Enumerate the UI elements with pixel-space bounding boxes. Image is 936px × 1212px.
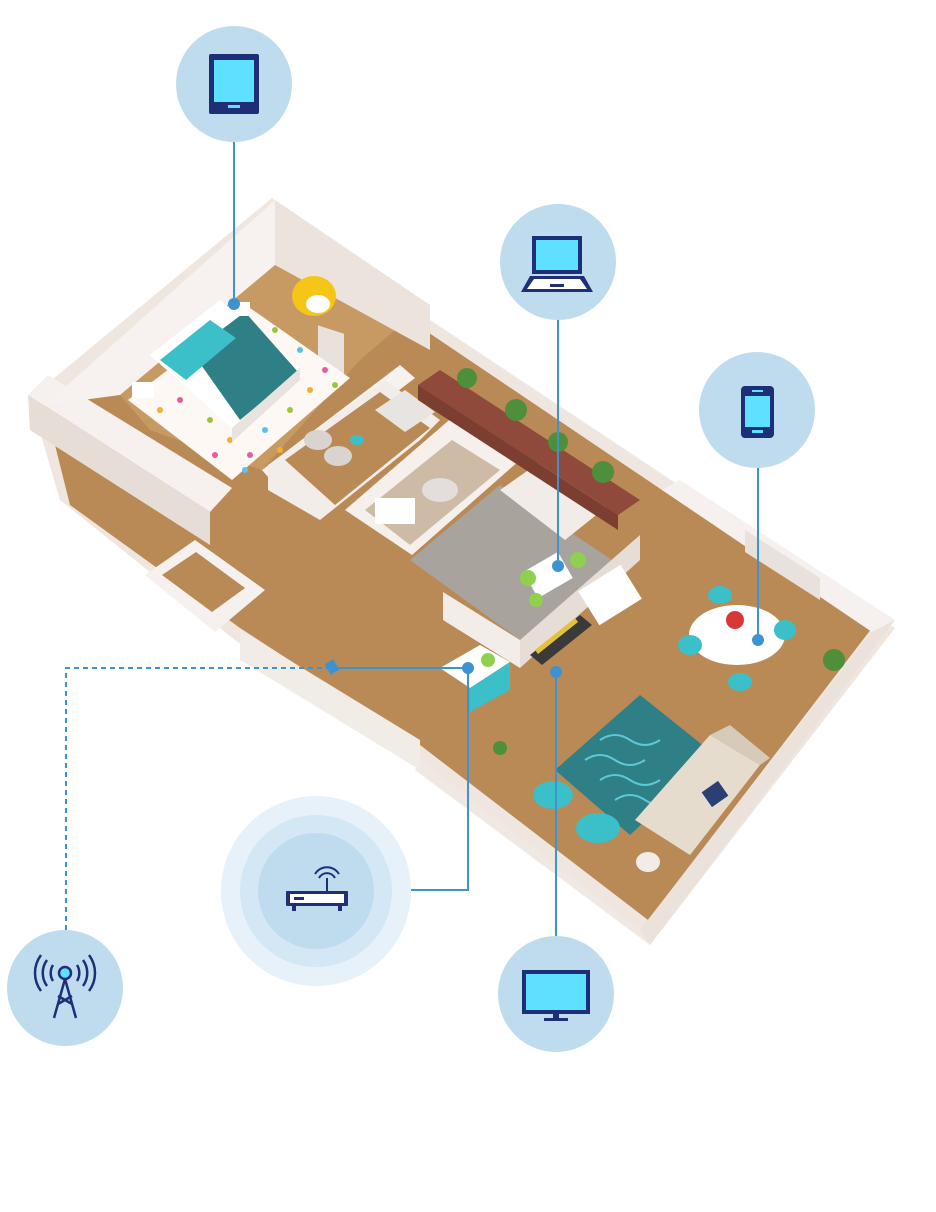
wc-sink (422, 478, 458, 502)
connector-endpoints (228, 298, 764, 678)
smartphone-node (699, 352, 815, 468)
entry-cabinet-front (470, 662, 510, 712)
bedroom-right-wall (275, 200, 430, 350)
tablet-endpoint (228, 298, 240, 310)
apartment-front-wall (415, 760, 650, 945)
bed-pillows (160, 320, 236, 380)
router-icon (286, 866, 348, 911)
teal-armchair-2 (576, 813, 620, 843)
brick-planter-wall (418, 370, 640, 515)
kitchen-island-wall (443, 592, 520, 668)
tablet-icon (209, 54, 259, 114)
living-room-plant (823, 649, 845, 671)
storage-room-floor (162, 552, 245, 612)
bathtub (375, 390, 435, 432)
rug-pattern (584, 734, 676, 806)
living-room-window (745, 530, 820, 600)
kitchen-chair-2 (570, 552, 586, 568)
tv-unit (530, 615, 592, 665)
laptop-endpoint (552, 560, 564, 572)
wall-socket (324, 659, 340, 675)
sofa-cushion (701, 780, 729, 808)
bedroom-back-wall (45, 200, 275, 405)
connector-lines (65, 140, 759, 938)
dining-table (689, 605, 785, 665)
router-endpoint (462, 662, 474, 674)
cell-tower-node (7, 930, 123, 1046)
bed-side (232, 368, 300, 442)
side-table (636, 852, 660, 872)
planter-wall-face (418, 385, 618, 530)
tower-connector-dashed (65, 667, 333, 930)
tablet-node (176, 26, 292, 142)
smartphone-icon (741, 386, 774, 438)
nightstand-left (132, 382, 154, 398)
tv-icon (522, 970, 590, 1021)
sofa (635, 735, 760, 855)
cell-tower-circle (7, 930, 123, 1046)
smartphone-endpoint (752, 634, 764, 646)
sofa-back (710, 725, 770, 765)
apartment-floorplan (28, 198, 895, 945)
kitchen-floor (410, 485, 612, 640)
lower-corridor-wall (240, 630, 420, 770)
kitchen-chair-1 (520, 570, 536, 586)
kitchen-half-wall (520, 535, 640, 668)
living-room-front-wall (640, 620, 895, 945)
bathroom-sink-2 (324, 446, 352, 466)
bathroom-sink-1 (304, 430, 332, 450)
router-node (221, 796, 411, 986)
tv-screen-small (535, 618, 578, 654)
teal-armchair-1 (533, 781, 573, 809)
laptop-icon (521, 236, 593, 292)
kitchen-shelves (578, 564, 642, 626)
dining-chairs (678, 586, 796, 691)
tv-node (498, 936, 614, 1052)
kitchen-chair-3 (529, 593, 543, 607)
bathroom-bowl-teal (350, 435, 364, 445)
tv-endpoint (550, 666, 562, 678)
wc-cabinet (375, 498, 415, 524)
dining-flowers (726, 611, 744, 629)
entry-plant (481, 653, 495, 667)
cell-tower-icon (33, 954, 97, 1019)
corridor-plant (493, 741, 507, 755)
bedroom-window-ledge (28, 375, 232, 512)
ledge-front (28, 395, 210, 545)
laptop-node (500, 204, 616, 320)
armchair-seat (306, 295, 330, 313)
